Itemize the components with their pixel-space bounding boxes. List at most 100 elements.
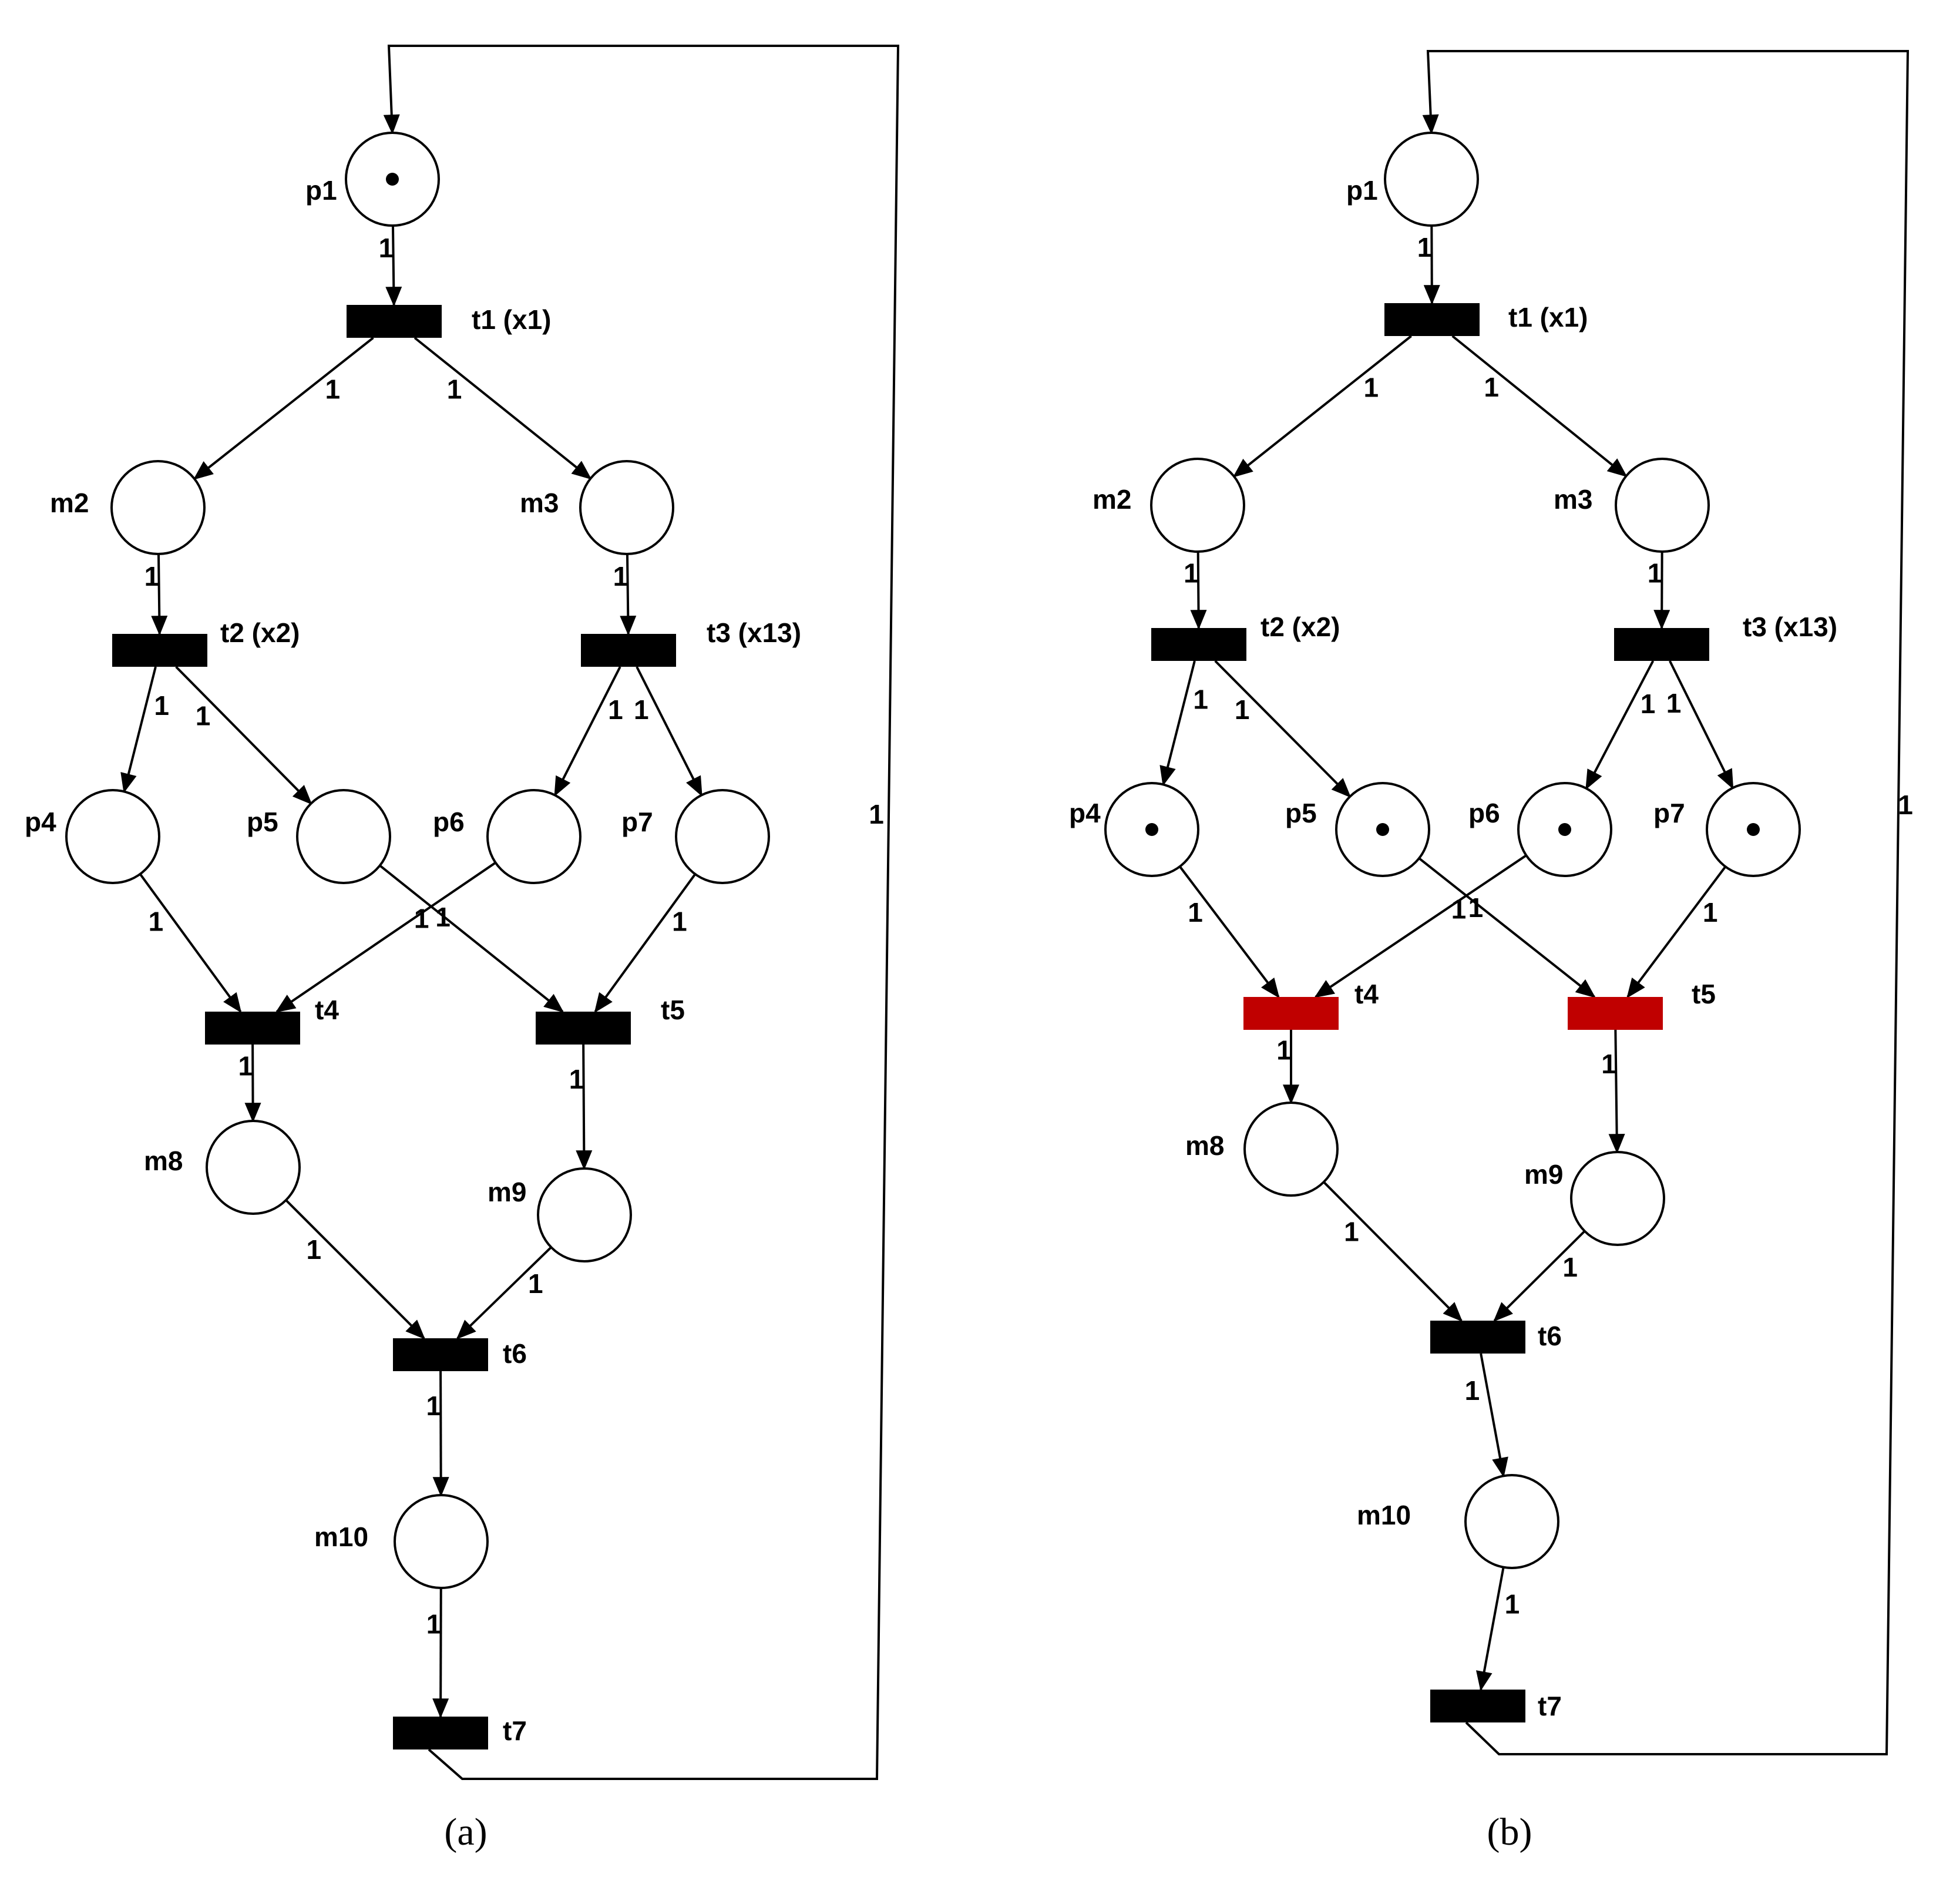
panel-a-arc-weight-m3-t3: 1 xyxy=(613,561,628,592)
panel-b-arc-weight-t1-m2: 1 xyxy=(1364,372,1379,402)
panel-b-place-m9 xyxy=(1570,1151,1665,1246)
panel-b-token-p6 xyxy=(1558,823,1571,836)
panel-a-arc-weight-p1-t1: 1 xyxy=(379,233,394,263)
panel-a-transition-label-t6: t6 xyxy=(503,1338,527,1369)
panel-b-arc-weight-t5-m9: 1 xyxy=(1601,1049,1616,1079)
panel-b-arc-weight-m8-t6: 1 xyxy=(1344,1216,1359,1247)
panel-b-arc-weight-t3-p6: 1 xyxy=(1641,689,1656,719)
panel-b-arc-weight-m10-t7: 1 xyxy=(1505,1589,1520,1620)
panel-b-arc-m10-t7 xyxy=(1475,1567,1505,1691)
panel-a-arc-weight-t7-p1: 1 xyxy=(869,799,884,830)
panel-a-place-m2 xyxy=(110,460,206,555)
panel-b-token-p5 xyxy=(1376,823,1389,836)
panel-b-caption: (b) xyxy=(1487,1811,1532,1853)
panel-a-transition-t4 xyxy=(205,1012,300,1045)
panel-b-transition-label-t5: t5 xyxy=(1692,979,1716,1009)
panel-a-transition-label-t3: t3 (x13) xyxy=(707,617,801,648)
panel-b-transition-label-t2: t2 (x2) xyxy=(1260,612,1340,642)
panel-b-arc-weight-t2-p5: 1 xyxy=(1235,694,1250,725)
panel-b-place-label-m2: m2 xyxy=(1093,484,1131,515)
panel-b-arc-m2-t2 xyxy=(1190,551,1207,630)
panel-b-transition-t2 xyxy=(1151,628,1246,661)
panel-b-arc-weight-p5-t5: 1 xyxy=(1451,894,1467,924)
panel-a-arc-p5-t5 xyxy=(379,864,564,1013)
panel-b-arc-weight-t4-m8: 1 xyxy=(1276,1035,1292,1066)
panel-b-arc-t1-m3 xyxy=(1451,335,1628,478)
panel-a-arc-t3-p6 xyxy=(553,666,621,797)
panel-a-arc-weight-t2-p4: 1 xyxy=(154,690,169,721)
panel-a-arc-m8-t6 xyxy=(285,1199,425,1339)
panel-a-place-label-p7: p7 xyxy=(621,807,653,837)
panel-b-arc-weight-m2-t2: 1 xyxy=(1184,558,1199,588)
panel-b-arc-t3-p7 xyxy=(1669,660,1734,790)
panel-a-arc-p1-t1 xyxy=(385,225,402,307)
panel-a-transition-t6 xyxy=(393,1338,488,1371)
panel-a-arc-weight-m10-t7: 1 xyxy=(426,1609,442,1639)
panel-b-transition-t4 xyxy=(1243,997,1339,1030)
panel-a-arc-t1-m3 xyxy=(414,337,592,480)
panel-a-place-m3 xyxy=(579,460,674,555)
panel-a-transition-label-t2: t2 (x2) xyxy=(220,617,300,648)
panel-a-arc-weight-t3-p6: 1 xyxy=(608,694,623,725)
panel-b-arc-p5-t5 xyxy=(1418,857,1596,998)
panel-a-arc-weight-m8-t6: 1 xyxy=(307,1234,322,1265)
panel-b-arc-t7-p1 xyxy=(1422,50,1910,1755)
panel-a-place-m9 xyxy=(537,1167,632,1262)
panel-a-arc-weight-m2-t2: 1 xyxy=(144,561,160,592)
panel-b-arc-p7-t5 xyxy=(1626,865,1727,999)
panel-a-arc-weight-t3-p7: 1 xyxy=(634,694,649,725)
panel-b-arc-t3-p6 xyxy=(1585,660,1655,790)
panel-b-token-p4 xyxy=(1145,823,1158,836)
panel-a-place-label-p4: p4 xyxy=(25,807,56,837)
panel-b-transition-label-t7: t7 xyxy=(1538,1691,1562,1721)
panel-a-place-label-p6: p6 xyxy=(433,807,465,837)
panel-a-arc-weight-p5-t5: 1 xyxy=(414,903,429,933)
panel-a-token-p1 xyxy=(386,173,399,186)
panel-b-transition-t1 xyxy=(1384,303,1480,336)
panel-b-arc-weight-m3-t3: 1 xyxy=(1648,558,1663,588)
panel-b-arc-weight-p6-t4: 1 xyxy=(1468,892,1484,923)
panel-a-place-p5 xyxy=(296,789,391,884)
panel-a-caption: (a) xyxy=(444,1811,487,1853)
panel-a-arc-m3-t3 xyxy=(620,553,637,636)
panel-b-place-label-p4: p4 xyxy=(1069,798,1101,828)
panel-b-arc-weight-t6-m10: 1 xyxy=(1465,1375,1480,1406)
panel-a-arc-m9-t6 xyxy=(456,1246,552,1339)
panel-a-arc-weight-t6-m10: 1 xyxy=(426,1391,441,1421)
panel-b-arc-weight-p4-t4: 1 xyxy=(1188,897,1203,928)
panel-b-arc-p4-t4 xyxy=(1179,865,1280,999)
panel-a-transition-t1 xyxy=(347,305,442,338)
panel-b-arc-p1-t1 xyxy=(1423,225,1440,305)
panel-b-arc-t6-m10 xyxy=(1480,1353,1508,1478)
panel-b-place-m8 xyxy=(1243,1102,1339,1197)
panel-a-arc-weight-p4-t4: 1 xyxy=(149,906,164,937)
panel-b-place-label-m9: m9 xyxy=(1524,1159,1563,1190)
panel-a-arc-weight-p6-t4: 1 xyxy=(435,902,451,932)
panel-b-arc-weight-m9-t6: 1 xyxy=(1562,1252,1578,1282)
panel-a-arc-p7-t5 xyxy=(594,873,697,1013)
panel-a-arc-weight-m9-t6: 1 xyxy=(528,1268,543,1299)
panel-a-place-p6 xyxy=(486,789,581,884)
panel-a-transition-t3 xyxy=(581,634,676,667)
panel-b-place-label-p6: p6 xyxy=(1468,798,1500,828)
panel-b-arc-t2-p4 xyxy=(1159,660,1196,787)
panel-a-transition-t5 xyxy=(536,1012,631,1045)
panel-a-place-label-m8: m8 xyxy=(144,1146,183,1176)
panel-a-place-m10 xyxy=(394,1494,489,1589)
panel-b-transition-t5 xyxy=(1568,997,1663,1030)
panel-a-transition-label-t5: t5 xyxy=(661,995,685,1025)
panel-a-place-label-m10: m10 xyxy=(314,1522,368,1552)
panel-a-arc-m2-t2 xyxy=(151,553,168,636)
panel-b-arc-weight-t2-p4: 1 xyxy=(1193,684,1208,714)
panel-b-transition-t3 xyxy=(1614,628,1709,661)
panel-a-arc-t1-m2 xyxy=(193,337,374,480)
panel-b-place-p1 xyxy=(1384,132,1479,227)
panel-b-place-label-m3: m3 xyxy=(1554,484,1592,515)
panel-b-token-p7 xyxy=(1747,823,1760,836)
panel-b-arc-t2-p5 xyxy=(1214,660,1352,798)
panel-b-transition-t6 xyxy=(1430,1321,1525,1354)
panel-b-arc-t5-m9 xyxy=(1608,1029,1625,1154)
panel-b-transition-label-t4: t4 xyxy=(1354,979,1379,1009)
panel-a-place-label-p5: p5 xyxy=(247,807,278,837)
